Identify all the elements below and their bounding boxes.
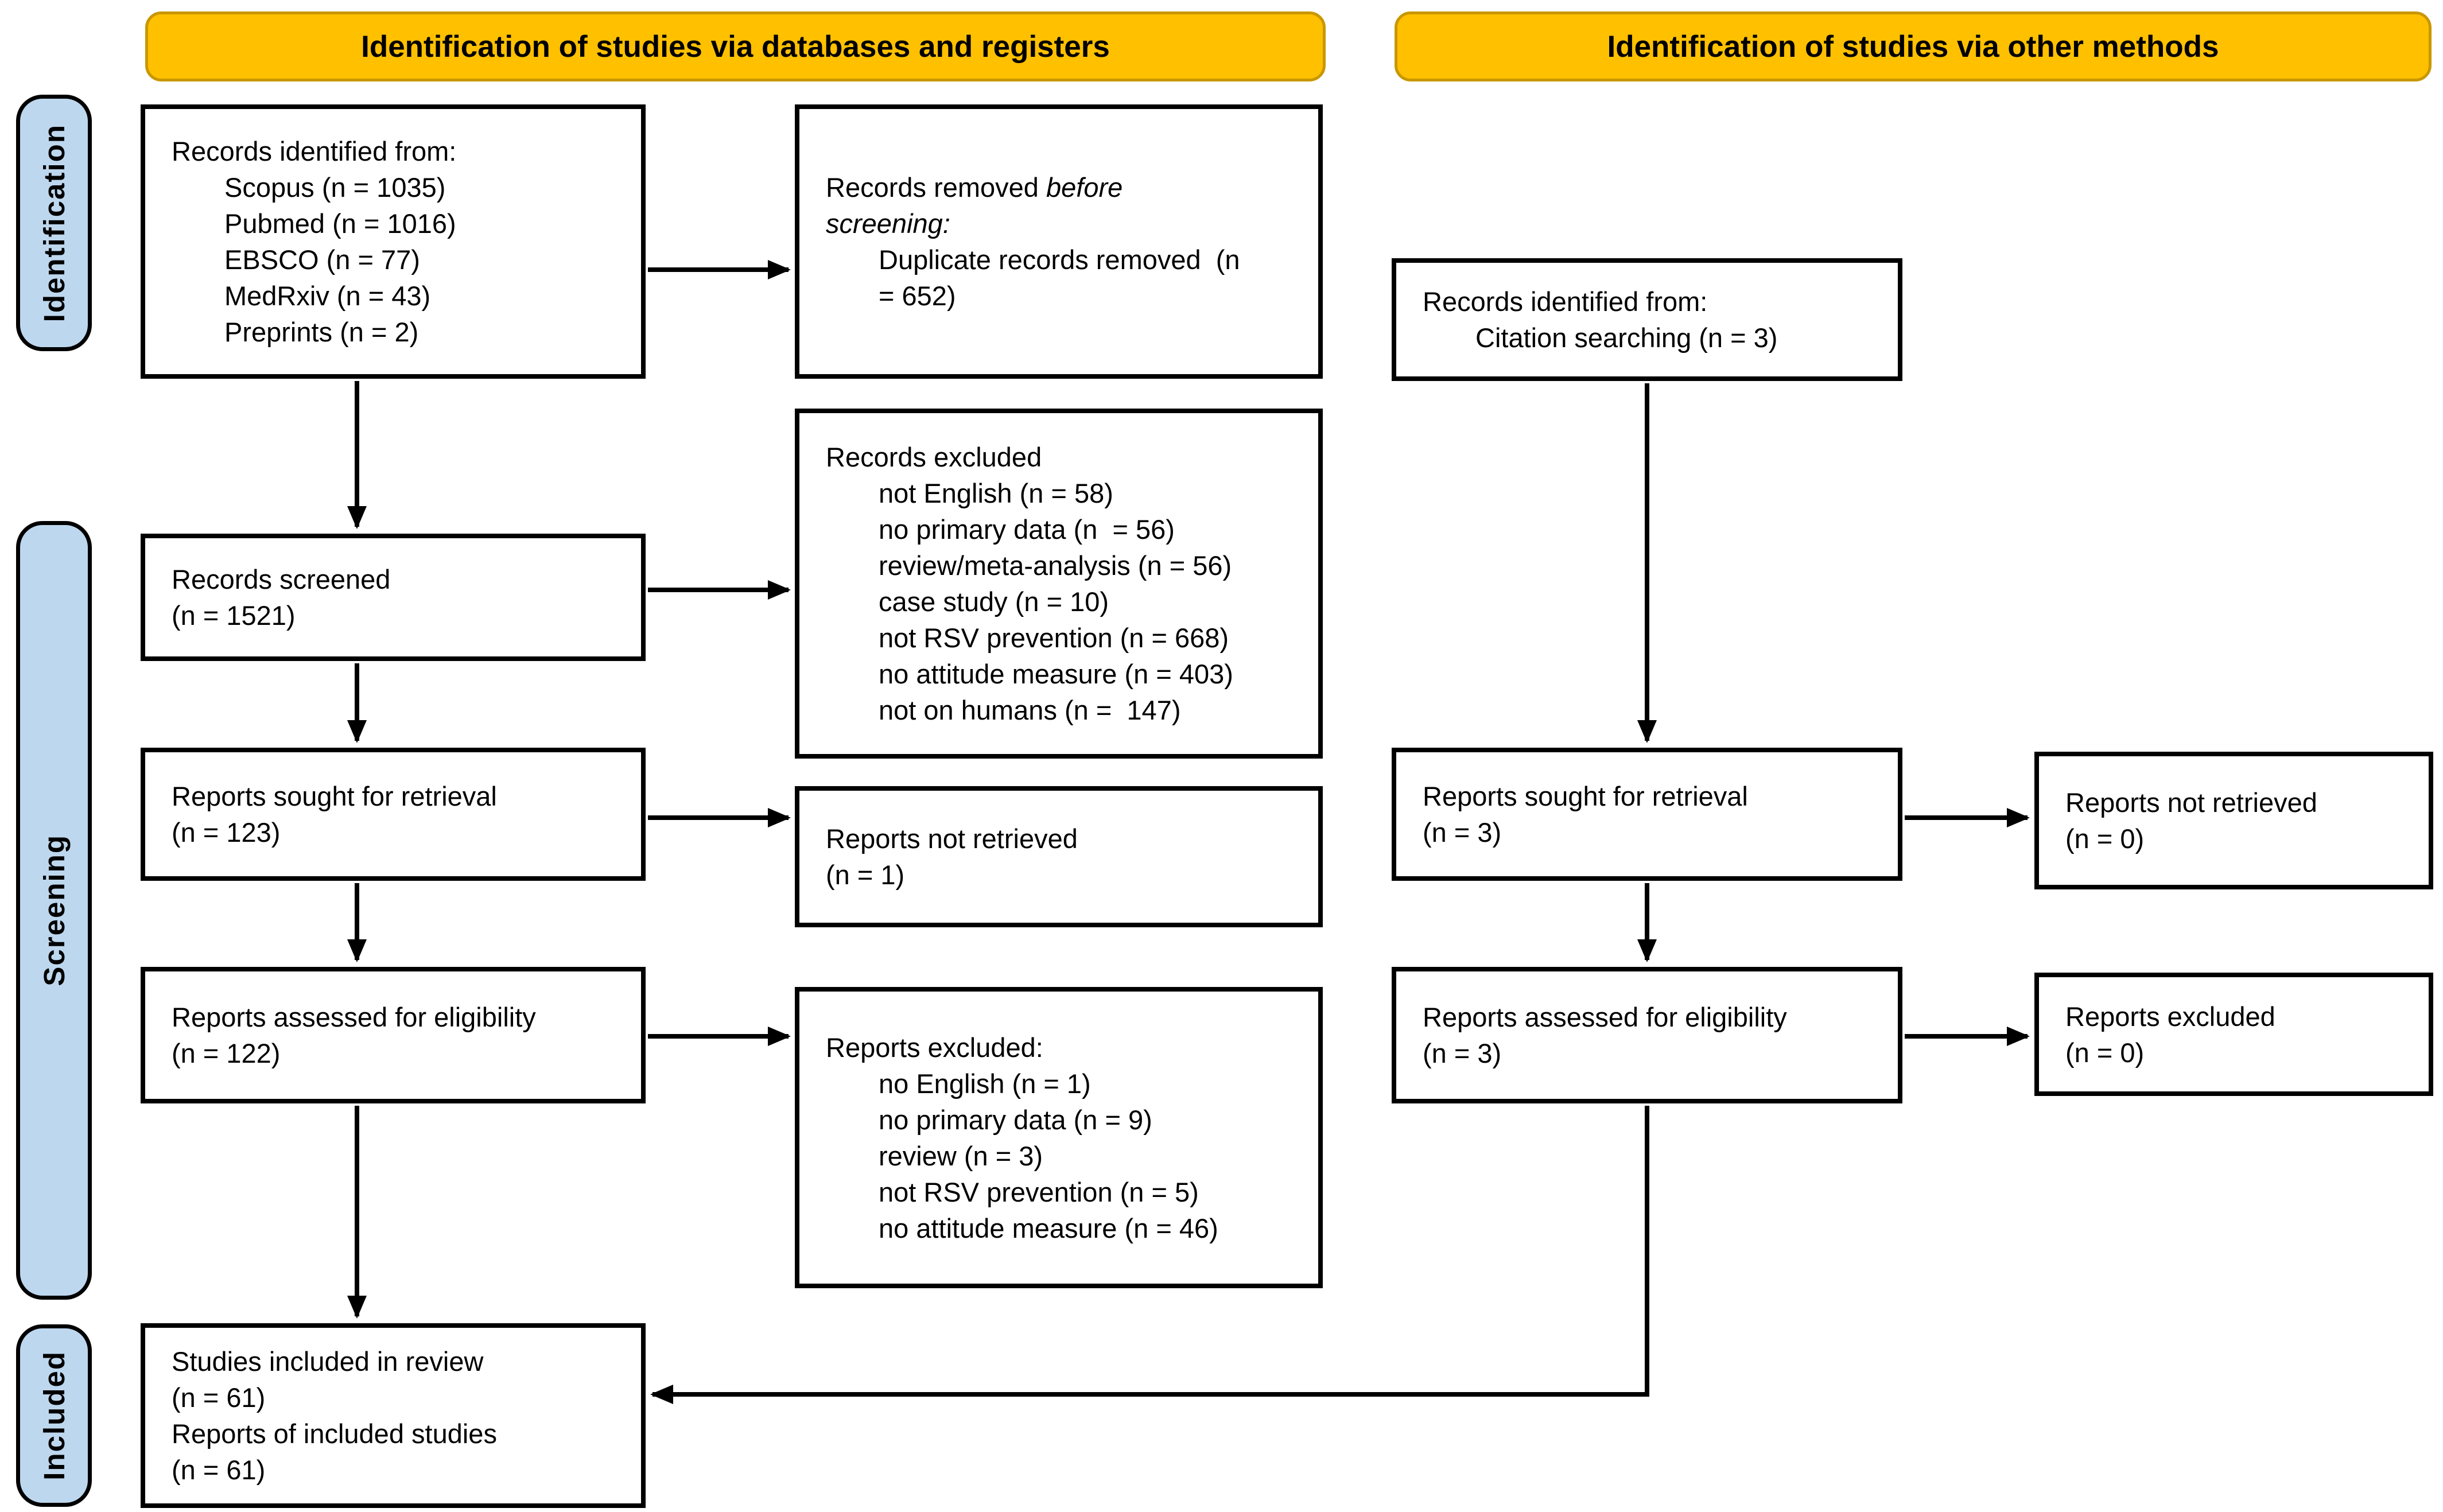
flow-box-reports-excluded-databases: Reports excluded: no English (n = 1) no … [795, 987, 1323, 1288]
text-segment-italic: before [1046, 172, 1123, 203]
text-line: Records identified from: [1423, 286, 1708, 317]
column-header-databases: Identification of studies via databases … [145, 11, 1326, 81]
text-line: Reports sought for retrieval [172, 781, 497, 811]
text-line: not RSV prevention (n = 5) [879, 1176, 1199, 1207]
text-line: Records identified from: [172, 136, 457, 166]
text-line: Reports excluded [2065, 1001, 2275, 1032]
text-line: Reports not retrieved [826, 823, 1078, 854]
text-line: EBSCO (n = 77) [224, 244, 420, 275]
text-line: MedRxiv (n = 43) [224, 281, 431, 311]
text-line: Reports not retrieved [2065, 787, 2317, 818]
flow-box-records-excluded: Records excluded not English (n = 58) no… [795, 409, 1323, 759]
text-line: no attitude measure (n = 403) [879, 659, 1233, 689]
text-line: review/meta-analysis (n = 56) [879, 550, 1232, 581]
text-line: no primary data (n = 9) [879, 1104, 1152, 1135]
flow-box-records-identified-other: Records identified from: Citation search… [1392, 258, 1902, 381]
arrow-other-assessed-to-included [650, 1106, 1649, 1404]
column-header-other-methods-label: Identification of studies via other meth… [1607, 29, 2219, 64]
stage-badge-included: Included [16, 1324, 92, 1507]
text-line: (n = 0) [2065, 1037, 2145, 1068]
text-line: (n = 61) [172, 1455, 266, 1485]
text-line: not RSV prevention (n = 668) [879, 623, 1229, 653]
text-line: Pubmed (n = 1016) [224, 208, 456, 239]
text-line: Reports assessed for eligibility [172, 1002, 536, 1032]
text-line: Preprints (n = 2) [224, 317, 419, 347]
text-line: no attitude measure (n = 46) [879, 1212, 1218, 1243]
text-line: Studies included in review [172, 1346, 484, 1377]
text-line: Records excluded [826, 442, 1042, 472]
text-line: = 652) [879, 281, 956, 311]
text-line: (n = 0) [2065, 823, 2145, 854]
text-line: Reports sought for retrieval [1423, 781, 1748, 811]
text-line: Reports excluded: [826, 1032, 1043, 1063]
flow-box-reports-assessed-other: Reports assessed for eligibility (n = 3) [1392, 967, 1902, 1103]
text-line: not on humans (n = 147) [879, 695, 1181, 725]
text-line: (n = 1521) [172, 600, 296, 631]
flow-box-reports-sought-databases: Reports sought for retrieval (n = 123) [141, 748, 646, 881]
text-line: (n = 3) [1423, 817, 1502, 848]
flow-box-reports-assessed-databases: Reports assessed for eligibility (n = 12… [141, 967, 646, 1103]
text-segment-italic: screening: [826, 208, 950, 239]
text-line: review (n = 3) [879, 1140, 1043, 1171]
text-segment: Records removed [826, 172, 1039, 203]
text-line: Reports of included studies [172, 1418, 497, 1449]
text-line: (n = 122) [172, 1038, 281, 1068]
flow-box-records-identified-databases: Records identified from: Scopus (n = 103… [141, 104, 646, 379]
text-line: not English (n = 58) [879, 478, 1113, 508]
flow-box-reports-not-retrieved-other: Reports not retrieved (n = 0) [2034, 752, 2433, 889]
flow-box-reports-excluded-other: Reports excluded (n = 0) [2034, 973, 2433, 1096]
text-line: (n = 61) [172, 1382, 266, 1413]
text-line: Reports assessed for eligibility [1423, 1002, 1787, 1032]
text-line: Citation searching (n = 3) [1475, 322, 1778, 353]
text-line: screening: [826, 205, 1304, 242]
column-header-databases-label: Identification of studies via databases … [361, 29, 1110, 64]
flow-box-reports-sought-other: Reports sought for retrieval (n = 3) [1392, 748, 1902, 881]
text-line: no English (n = 1) [879, 1068, 1091, 1099]
column-header-other-methods: Identification of studies via other meth… [1395, 11, 2432, 81]
text-line: Duplicate records removed (n [879, 244, 1240, 275]
flow-box-studies-included: Studies included in review (n = 61) Repo… [141, 1323, 646, 1508]
text-line: Records screened [172, 564, 391, 594]
text-line: case study (n = 10) [879, 586, 1109, 617]
flow-box-reports-not-retrieved-databases: Reports not retrieved (n = 1) [795, 786, 1323, 927]
text-line: Scopus (n = 1035) [224, 172, 446, 203]
text-line: (n = 1) [826, 860, 905, 890]
text-line: Records removed before [826, 169, 1304, 205]
text-line: (n = 123) [172, 817, 281, 848]
stage-badge-identification: Identification [16, 95, 92, 351]
flow-box-records-removed-before-screening: Records removed before screening: Duplic… [795, 104, 1323, 379]
flow-box-records-screened: Records screened (n = 1521) [141, 534, 646, 661]
text-line: no primary data (n = 56) [879, 514, 1175, 545]
text-line: (n = 3) [1423, 1038, 1502, 1068]
stage-badge-screening: Screening [16, 521, 92, 1300]
